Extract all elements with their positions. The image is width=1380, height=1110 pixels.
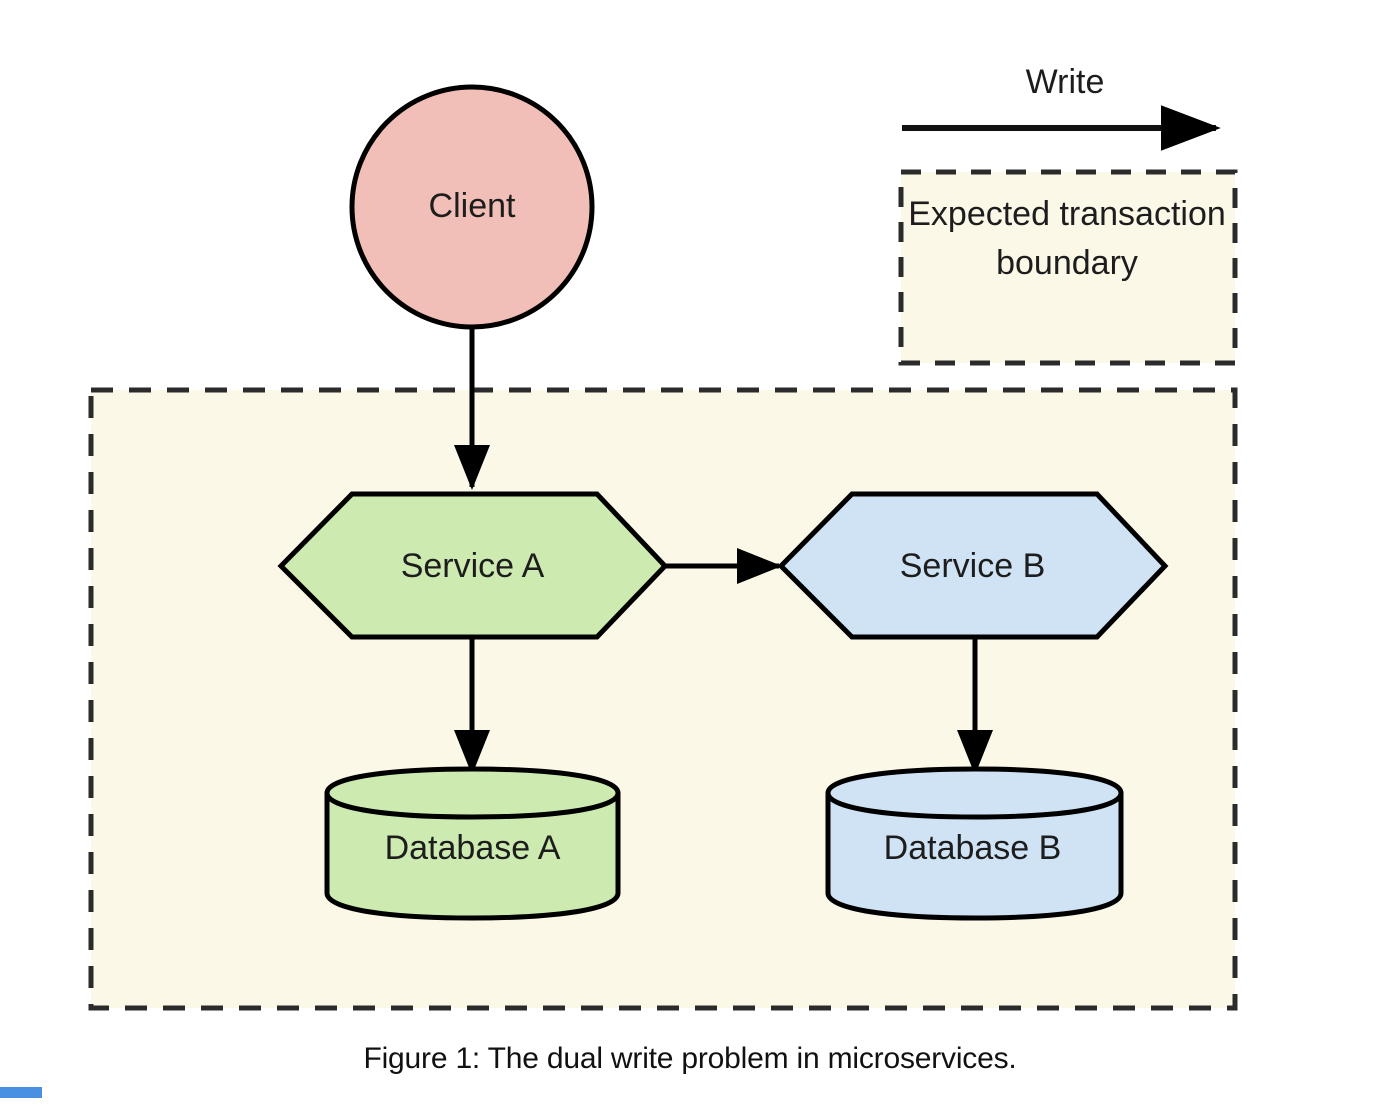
node-database-b[interactable] (825, 766, 1124, 921)
node-database-a[interactable] (324, 766, 621, 921)
node-service-b[interactable] (777, 491, 1169, 640)
page-accent-bar (0, 1087, 42, 1098)
node-client[interactable] (349, 84, 595, 330)
figure-caption: Figure 1: The dual write problem in micr… (363, 1042, 1017, 1075)
legend-box (898, 169, 1238, 366)
node-service-a[interactable] (277, 491, 669, 640)
